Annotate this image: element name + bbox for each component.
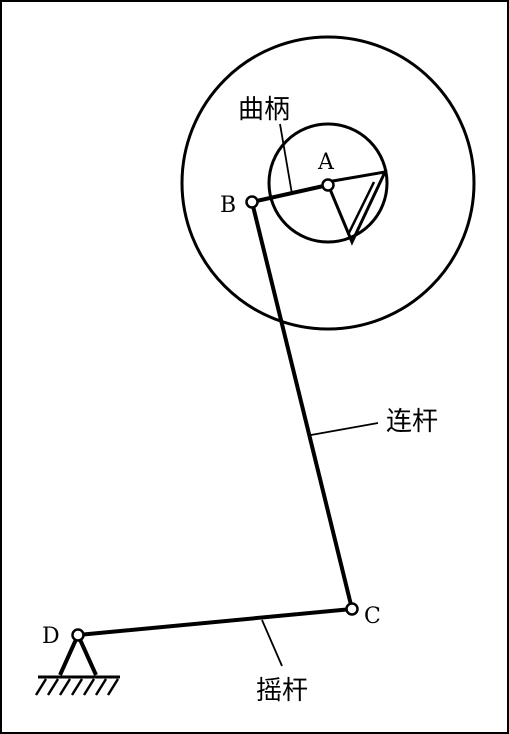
joint-b [245,195,259,209]
joint-a [321,178,335,192]
joint-d [71,628,85,642]
coupler-leader-line [310,422,379,436]
joint-c [345,602,359,616]
crank-label: 曲柄 [238,95,290,125]
rocker-label: 摇杆 [256,676,308,706]
coupler-link [250,201,354,610]
coupler-label: 连杆 [386,407,438,437]
inner-disk [267,122,389,244]
outer-disk [180,35,476,331]
point-label-c: C [364,604,381,629]
point-label-b: B [220,193,236,218]
point-label-d: D [42,624,60,649]
rocker-link [77,607,353,637]
crank-link [251,183,329,204]
frame-support-a [324,170,388,246]
rocker-leader-line [261,619,283,667]
ground-support-d [34,634,120,696]
crank-leader-line [279,123,293,195]
point-label-a: A [317,150,335,175]
